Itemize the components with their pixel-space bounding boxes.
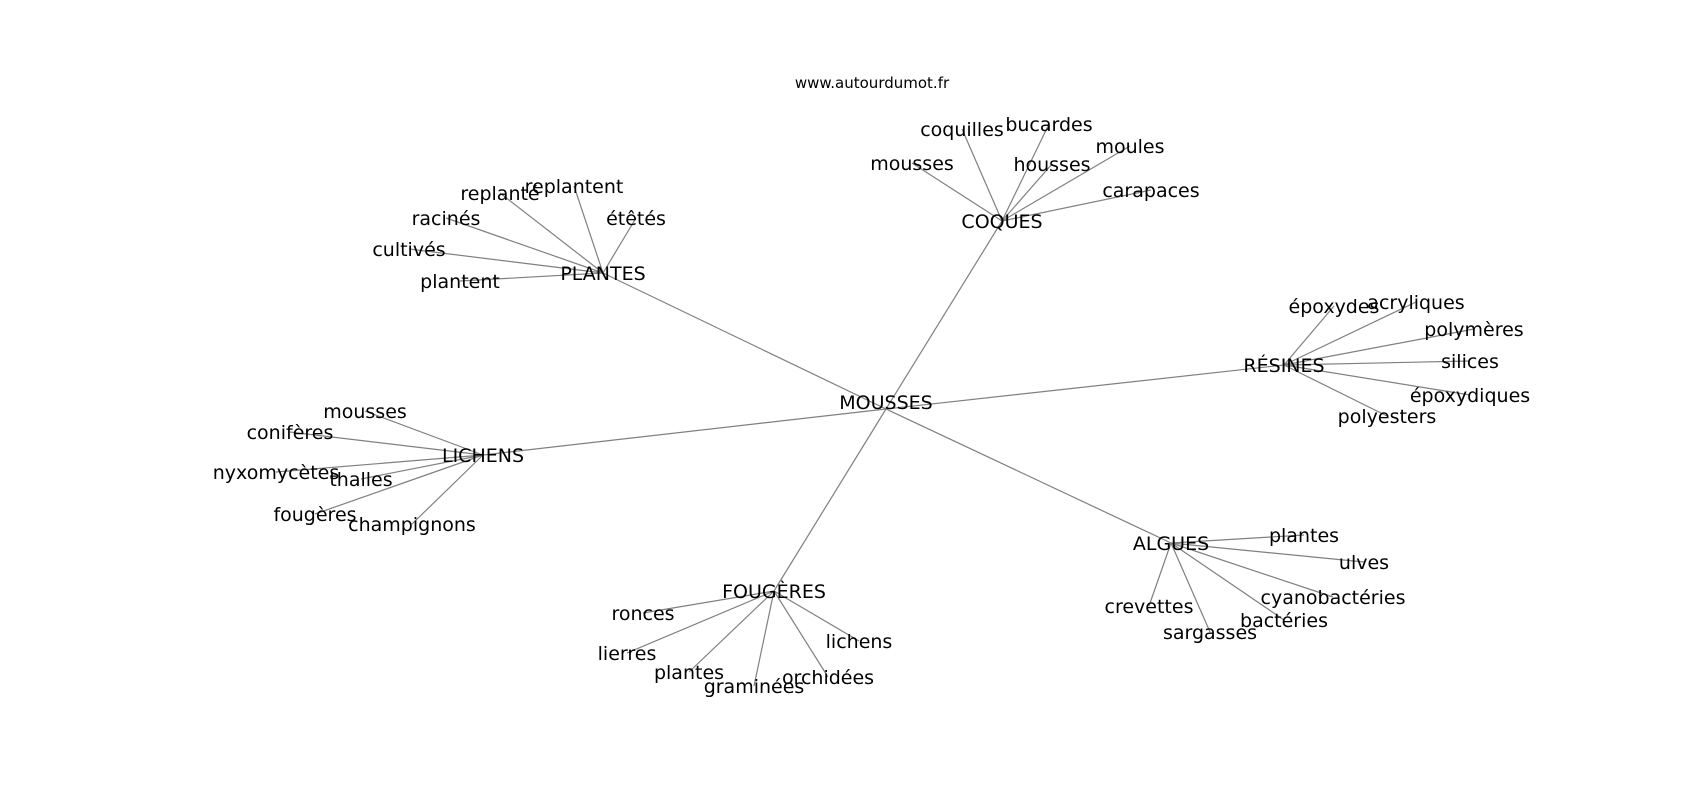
leaf-word: mousses bbox=[323, 401, 407, 423]
leaf-word: champignons bbox=[348, 514, 476, 536]
leaf-word: lichens bbox=[826, 631, 893, 653]
edge-algues-leaf bbox=[1148, 542, 1172, 607]
leaf-word: crevettes bbox=[1105, 596, 1194, 618]
edge-resines-leaf bbox=[1283, 364, 1471, 396]
edge-fougeres-leaf bbox=[688, 590, 775, 673]
edge-algues-leaf bbox=[1170, 542, 1365, 563]
edge-plantes-leaf bbox=[602, 217, 637, 274]
edge-plantes-leaf bbox=[408, 248, 604, 274]
leaf-word: silices bbox=[1441, 351, 1499, 373]
leaf-word: nyxomycètes bbox=[213, 462, 340, 484]
edge-coques-leaf bbox=[911, 162, 1003, 222]
edge-fougeres-leaf bbox=[642, 590, 775, 614]
leaf-word: mousses bbox=[870, 153, 954, 175]
leaf-word: carapaces bbox=[1102, 180, 1199, 202]
leaf-word: polymères bbox=[1424, 319, 1523, 341]
edge-center-resines bbox=[885, 364, 1285, 410]
edge-plantes-leaf bbox=[445, 217, 604, 274]
leaf-word: coquilles bbox=[920, 119, 1004, 141]
leaf-word: ulves bbox=[1339, 552, 1389, 574]
leaf-word: cultivés bbox=[372, 239, 445, 261]
center-word: MOUSSES bbox=[839, 392, 932, 414]
leaf-word: cyanobactéries bbox=[1261, 587, 1406, 609]
edge-resines-leaf bbox=[1283, 364, 1388, 417]
leaf-word: acryliques bbox=[1367, 292, 1464, 314]
leaf-word: plantes bbox=[654, 662, 724, 684]
edge-lichens-leaf bbox=[289, 431, 484, 456]
edge-resines-leaf bbox=[1283, 360, 1471, 366]
leaf-word: bactéries bbox=[1240, 610, 1328, 632]
edge-center-algues bbox=[885, 408, 1172, 544]
leaf-word: plantent bbox=[420, 271, 500, 293]
edge-coques-leaf bbox=[1001, 145, 1131, 222]
edge-plantes-leaf bbox=[499, 192, 604, 274]
edge-resines-leaf bbox=[1283, 301, 1417, 366]
edge-algues-leaf bbox=[1170, 542, 1285, 621]
leaf-word: graminées bbox=[704, 676, 805, 698]
graph-edges bbox=[275, 123, 1475, 687]
edge-fougeres-leaf bbox=[773, 590, 829, 678]
edge-algues-leaf bbox=[1170, 542, 1334, 598]
hub-word-lichens: LICHENS bbox=[442, 445, 524, 467]
leaf-word: racinés bbox=[412, 208, 481, 230]
leaf-word: époxydiques bbox=[1410, 385, 1530, 407]
leaf-word: conifères bbox=[247, 422, 334, 444]
edge-plantes-leaf bbox=[573, 185, 604, 274]
edge-resines-leaf bbox=[1283, 328, 1475, 366]
edge-lichens-leaf bbox=[411, 454, 484, 525]
leaf-word: sargasses bbox=[1163, 622, 1257, 644]
edge-center-fougeres bbox=[773, 408, 887, 592]
hub-word-resines: RÉSINES bbox=[1243, 354, 1324, 377]
leaf-word: thalles bbox=[329, 469, 392, 491]
edge-fougeres-leaf bbox=[753, 590, 775, 687]
leaf-word: replanté bbox=[460, 183, 539, 205]
edge-coques-leaf bbox=[961, 128, 1003, 222]
leaf-word: housses bbox=[1013, 154, 1090, 176]
edge-algues-leaf bbox=[1170, 542, 1211, 633]
hub-word-coques: COQUES bbox=[961, 211, 1042, 233]
hub-word-algues: ALGUES bbox=[1133, 533, 1209, 555]
leaf-word: fougères bbox=[273, 504, 356, 526]
leaf-word: orchidées bbox=[782, 667, 874, 689]
leaf-word: lierres bbox=[598, 643, 657, 665]
hub-word-fougeres: FOUGÈRES bbox=[722, 580, 826, 603]
edge-coques-leaf bbox=[1001, 123, 1050, 222]
edge-lichens-leaf bbox=[360, 454, 484, 480]
edge-center-coques bbox=[885, 220, 1003, 410]
leaf-word: étêtés bbox=[606, 208, 666, 230]
edge-plantes-leaf bbox=[459, 272, 604, 282]
edge-algues-leaf bbox=[1170, 534, 1305, 544]
edge-lichens-leaf bbox=[314, 454, 484, 515]
leaf-word: replantent bbox=[525, 176, 624, 198]
edge-lichens-leaf bbox=[275, 454, 484, 473]
leaf-word: polyesters bbox=[1338, 406, 1437, 428]
leaf-word: bucardes bbox=[1005, 114, 1092, 136]
leaf-word: plantes bbox=[1269, 525, 1339, 547]
leaf-word: moules bbox=[1095, 136, 1164, 158]
edge-fougeres-leaf bbox=[626, 590, 775, 654]
hub-word-plantes: PLANTES bbox=[560, 263, 645, 285]
edge-lichens-leaf bbox=[364, 410, 484, 456]
leaf-word: époxydes bbox=[1289, 296, 1380, 318]
edge-center-plantes bbox=[602, 272, 887, 410]
edge-fougeres-leaf bbox=[773, 590, 860, 642]
leaf-word: ronces bbox=[611, 603, 674, 625]
edge-coques-leaf bbox=[1001, 189, 1152, 222]
edge-coques-leaf bbox=[1001, 163, 1053, 222]
site-url: www.autourdumot.fr bbox=[795, 74, 950, 92]
edge-resines-leaf bbox=[1283, 305, 1335, 366]
edge-center-lichens bbox=[482, 408, 887, 456]
